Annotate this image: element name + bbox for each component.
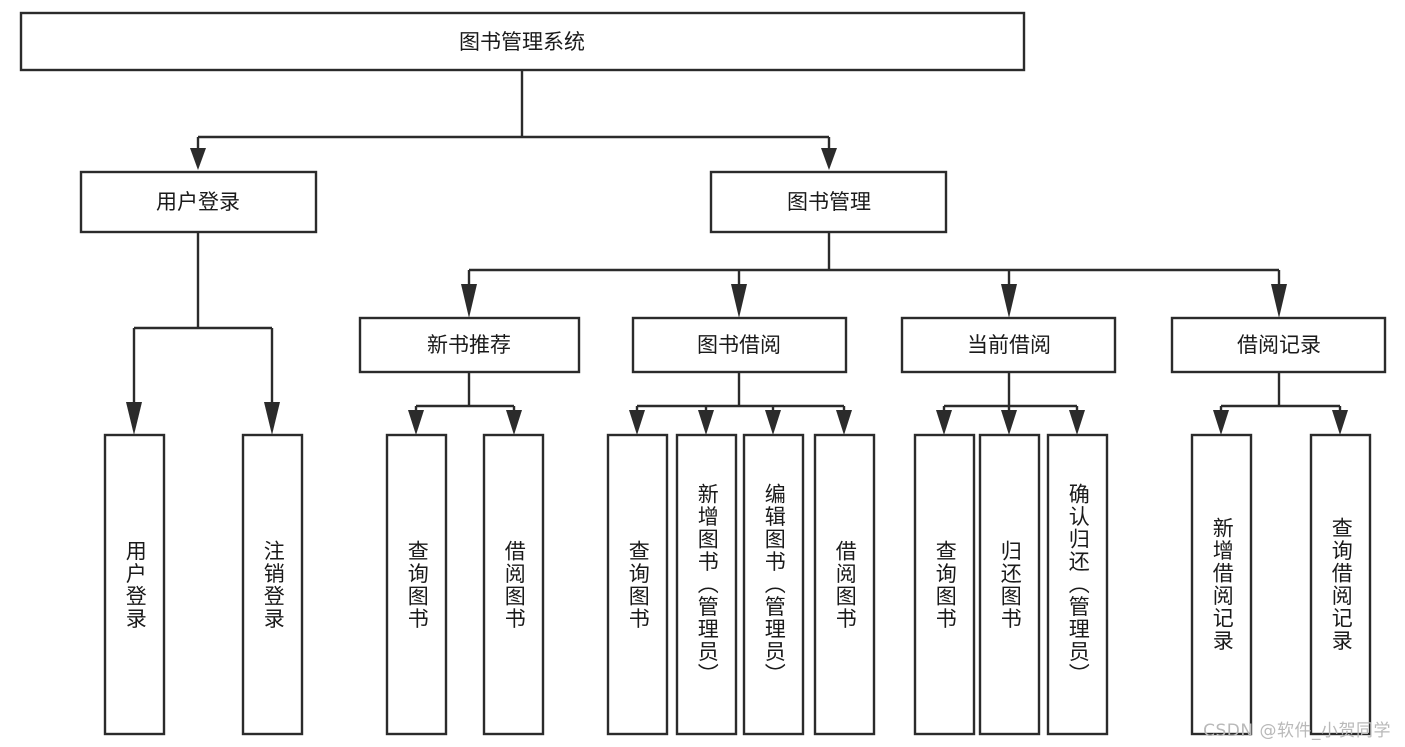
node-leaf-query-book-3-box[interactable] [913,433,976,736]
node-leaf-query-book-2-box[interactable] [606,433,669,736]
node-borrow-record-box[interactable] [1170,316,1387,374]
node-leaf-add-record-box[interactable] [1190,433,1253,736]
node-book-management-label: 图书管理 [787,190,871,214]
arrow-head-leaf-edit-book [765,410,781,435]
node-book-borrow-label: 图书借阅 [697,333,781,357]
node-root-label: 图书管理系统 [459,30,585,54]
arrow-head-leaf-confirm-return [1069,410,1085,435]
node-leaf-query-record-box[interactable] [1309,433,1372,736]
arrow-head-leaf-logout [264,402,280,435]
node-current-borrow-box[interactable] [900,316,1117,374]
node-borrow-record-label: 借阅记录 [1237,333,1321,357]
arrow-head-borrow-record [1271,284,1287,318]
arrow-head-leaf-return-book [1001,410,1017,435]
arrow-head-book-management [821,148,837,170]
arrow-head-current-borrow [1001,284,1017,318]
node-leaf-borrow-book-2-box[interactable] [813,433,876,736]
arrow-head-leaf-borrow-book-1 [506,410,522,435]
node-root-box[interactable] [19,11,1026,72]
watermark-text: CSDN @软件_小贺同学 [1203,721,1391,741]
node-leaf-edit-book-box[interactable] [742,433,805,736]
node-leaf-add-book-box[interactable] [675,433,738,736]
arrow-head-leaf-add-record [1213,410,1229,435]
arrow-head-leaf-user-login [126,402,142,435]
arrow-head-book-borrow [731,284,747,318]
node-leaf-return-book-box[interactable] [978,433,1041,736]
node-new-book-recommend-label: 新书推荐 [427,333,511,357]
arrow-head-leaf-query-book-2 [629,410,645,435]
node-leaf-query-book-1-box[interactable] [385,433,448,736]
arrow-head-leaf-query-book-1 [408,410,424,435]
node-book-borrow-box[interactable] [631,316,848,374]
arrow-head-leaf-query-book-3 [936,410,952,435]
arrow-head-leaf-add-book [698,410,714,435]
node-leaf-borrow-book-1-box[interactable] [482,433,545,736]
node-user-login-label: 用户登录 [156,190,240,214]
node-leaf-logout-box[interactable] [241,433,304,736]
node-book-management-box[interactable] [709,170,948,234]
arrow-head-leaf-query-record [1332,410,1348,435]
arrow-head-leaf-borrow-book-2 [836,410,852,435]
arrow-head-user-login [190,148,206,170]
node-new-book-recommend-box[interactable] [358,316,581,374]
node-current-borrow-label: 当前借阅 [967,333,1051,357]
node-leaf-confirm-return-box[interactable] [1046,433,1109,736]
node-leaf-user-login-box[interactable] [103,433,166,736]
arrow-head-new-book-recommend [461,284,477,318]
